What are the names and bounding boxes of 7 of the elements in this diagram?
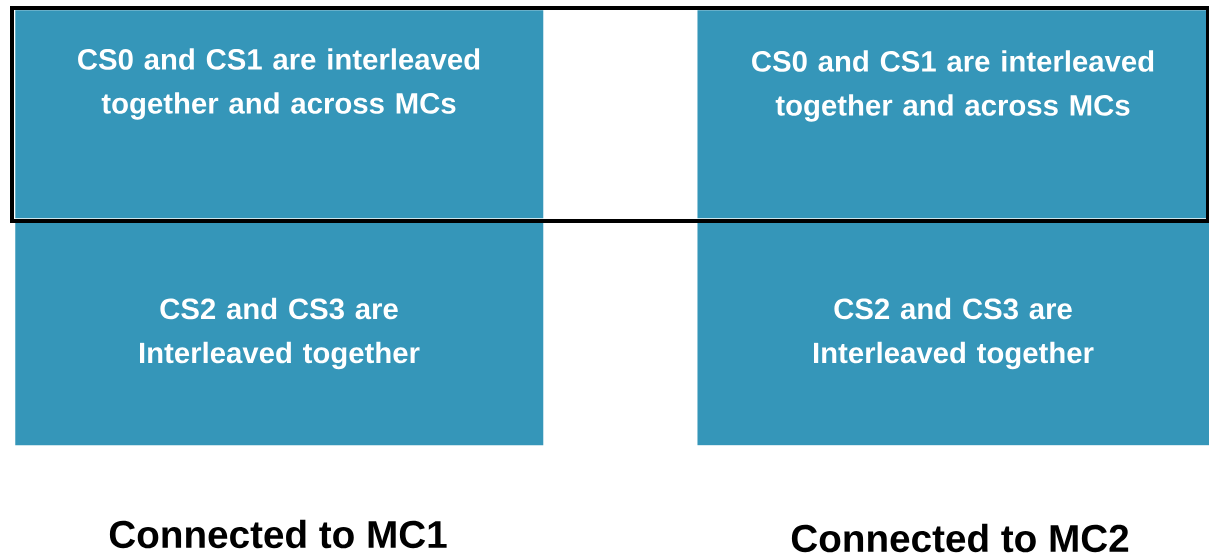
text-box: CS2 and CS3 are Interleaved together — [697, 222, 1209, 446]
text-box: CS0 and CS1 are interleaved together and across MCs — [697, 10, 1209, 219]
caption: Connected to MC1 — [109, 519, 447, 549]
highlight-frame — [10, 6, 1209, 223]
caption: Connected to MC2 — [791, 523, 1129, 553]
text-box: CS2 and CS3 are Interleaved together — [15, 222, 544, 446]
text-box: CS0 and CS1 are interleaved together and across MCs — [15, 10, 544, 219]
